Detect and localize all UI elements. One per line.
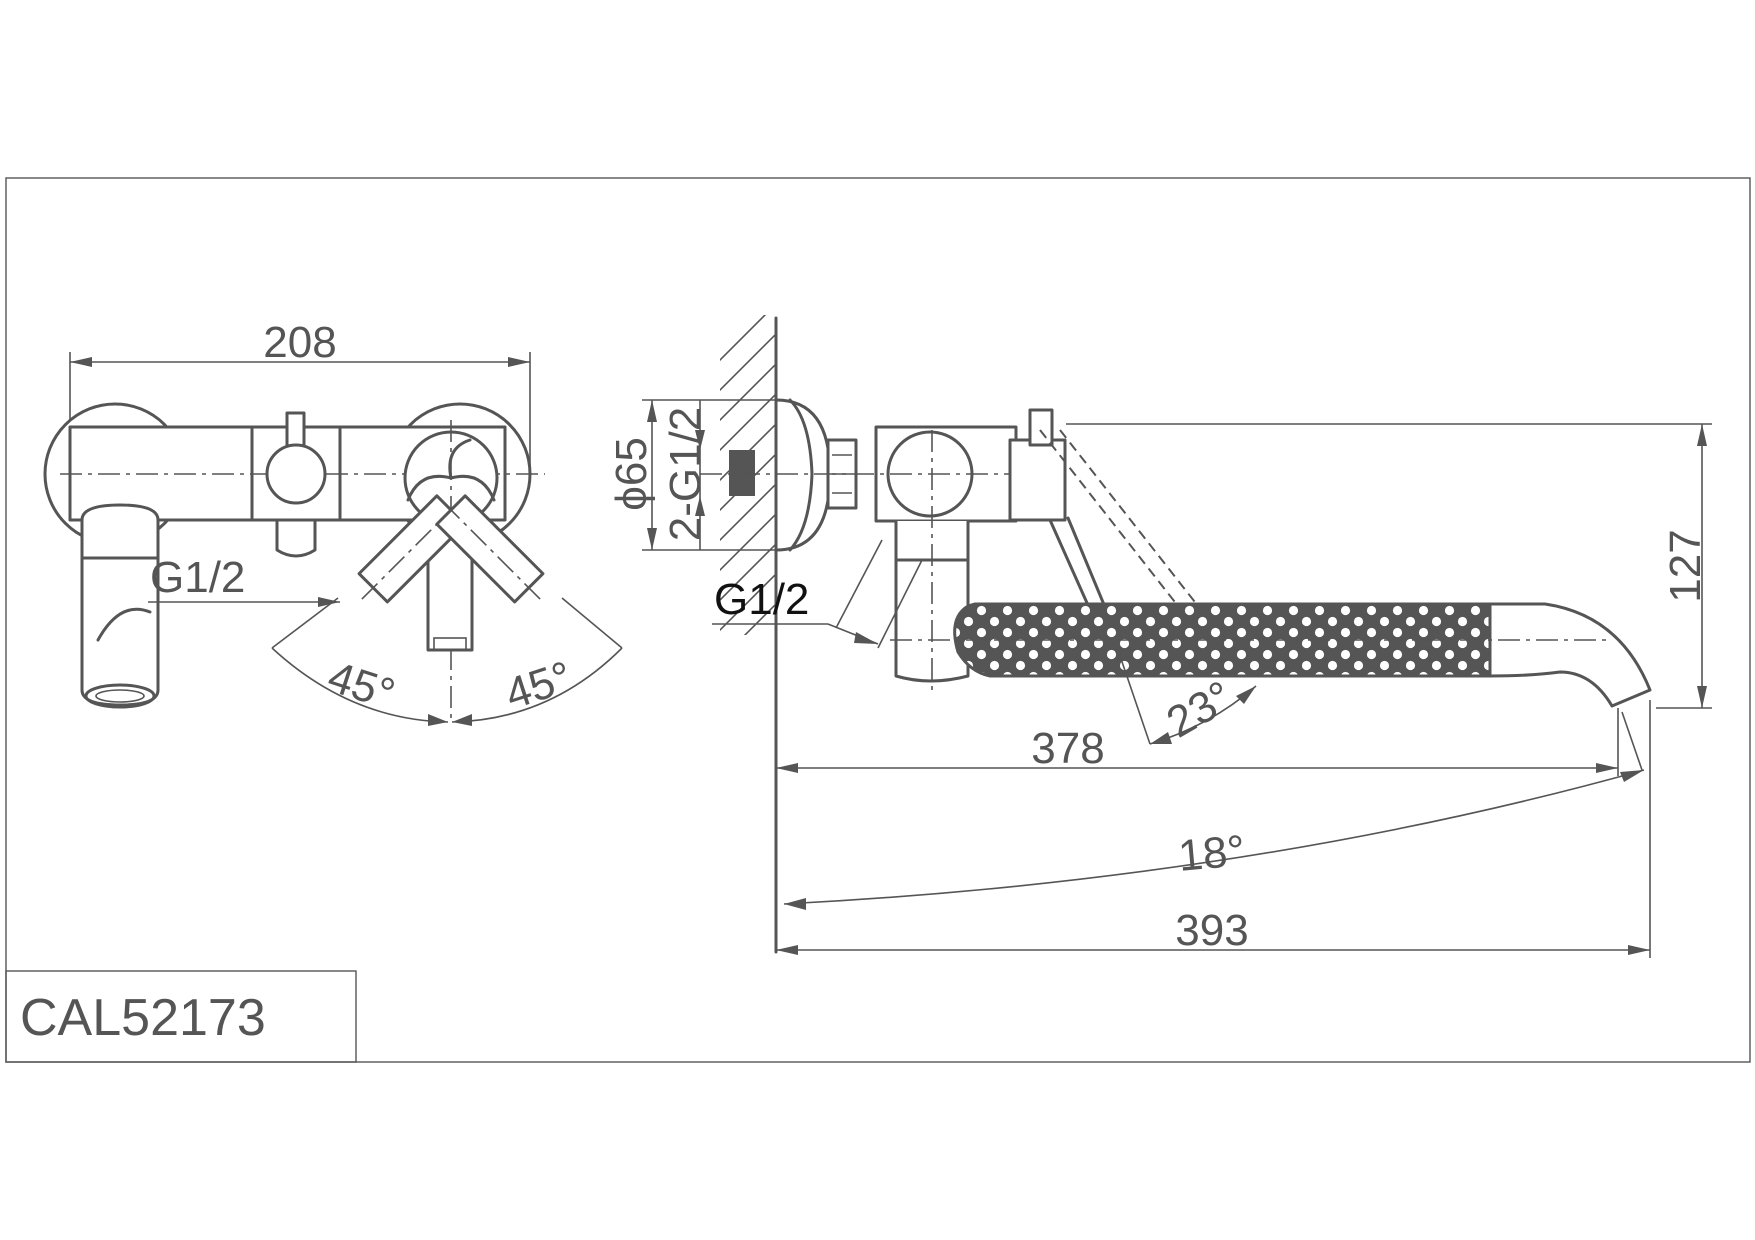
side-view: 127 ϕ65 2-G1/2 G1/2 23° 378	[607, 315, 1712, 958]
drawing-frame	[5, 177, 1751, 1063]
handle-right-position	[435, 494, 545, 604]
total-length-dimension: 393	[1175, 906, 1248, 955]
angle-left: 45°	[322, 652, 400, 719]
front-view: 208 G1/2 45° 45°	[43, 318, 623, 726]
diameter-dimension: ϕ65	[607, 437, 656, 511]
model-number: CAL52173	[20, 989, 266, 1047]
spout-reach-dimension: 378	[1031, 724, 1104, 773]
width-dimension: 208	[263, 318, 336, 367]
height-dimension: 127	[1661, 529, 1710, 602]
angle-right: 45°	[499, 652, 577, 719]
title-block-box	[5, 970, 357, 1063]
outlet-label: G1/2	[714, 575, 809, 624]
inlet-label: G1/2	[150, 553, 245, 602]
cartridge-block	[1008, 438, 1067, 522]
diverter-knob-icon	[265, 443, 327, 505]
bath-spout	[80, 503, 160, 707]
inlet-thread-dimension: 2-G1/2	[661, 407, 710, 542]
aerator-icon	[84, 683, 156, 709]
outlet-stub	[275, 518, 317, 558]
spout-end	[1488, 602, 1652, 708]
title-block: CAL52173	[5, 970, 357, 1063]
inlet-thread	[729, 450, 755, 496]
swivel-angle: 18°	[1176, 826, 1247, 881]
diverter-stem	[285, 411, 306, 450]
